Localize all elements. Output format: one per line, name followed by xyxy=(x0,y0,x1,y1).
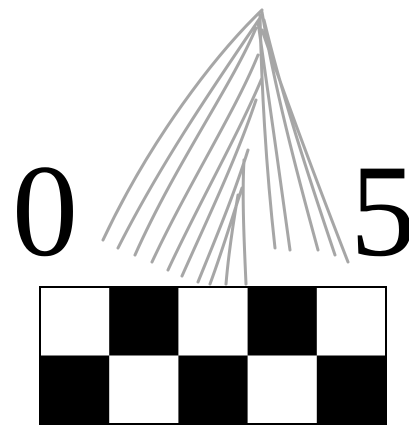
scale-cell-r1-c2 xyxy=(109,287,179,356)
scale-cell-r2-c1 xyxy=(40,356,110,425)
scale-cell-r1-c4 xyxy=(248,287,318,356)
scale-cell-r1-c1 xyxy=(40,287,110,356)
scale-cell-r2-c5 xyxy=(317,356,387,425)
scale-cell-r2-c4 xyxy=(248,356,318,425)
scale-cell-r1-c5 xyxy=(317,287,387,356)
scale-cell-r1-c3 xyxy=(178,287,248,356)
scale-cell-r2-c2 xyxy=(109,356,179,425)
right-label: 5 xyxy=(350,145,409,277)
left-label: 0 xyxy=(12,145,78,277)
scale-cell-r2-c3 xyxy=(178,356,248,425)
